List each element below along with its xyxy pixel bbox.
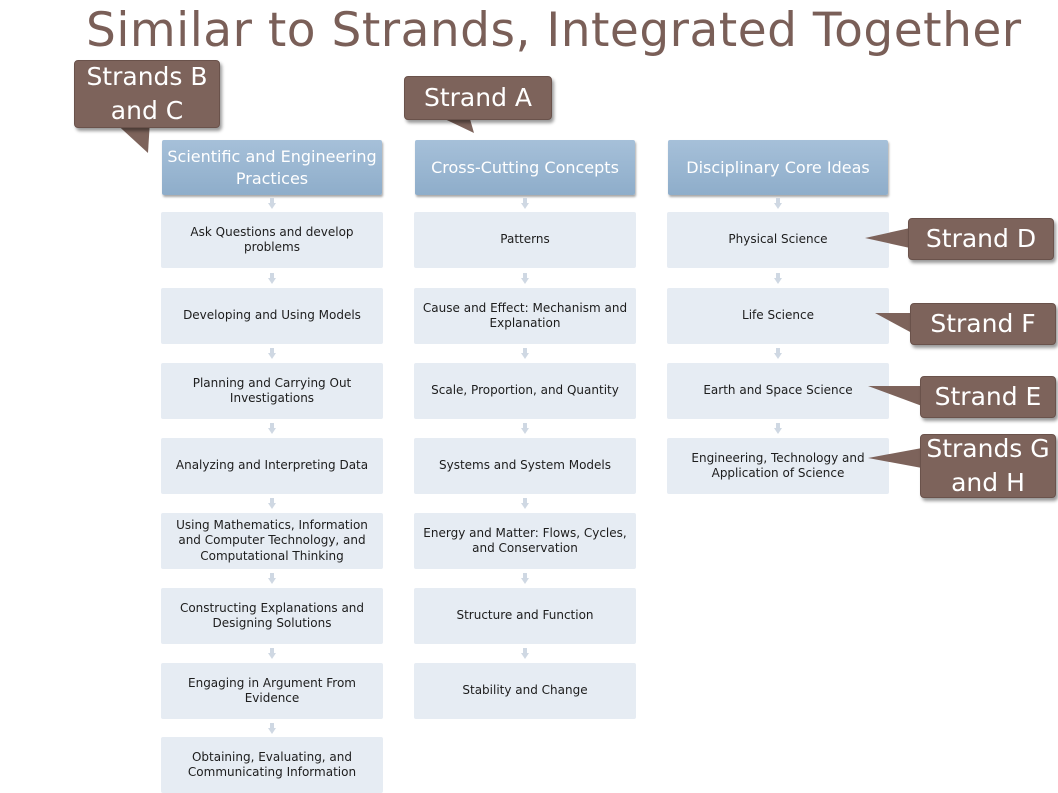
callout-strand-d: Strand D bbox=[908, 218, 1054, 260]
practice-item: Using Mathematics, Information and Compu… bbox=[161, 513, 383, 569]
down-arrow-icon bbox=[521, 498, 529, 509]
down-arrow-icon bbox=[521, 573, 529, 584]
concept-item: Energy and Matter: Flows, Cycles, and Co… bbox=[414, 513, 636, 569]
down-arrow-icon bbox=[268, 723, 276, 734]
concept-item: Systems and System Models bbox=[414, 438, 636, 494]
concept-item: Stability and Change bbox=[414, 663, 636, 719]
practice-item: Developing and Using Models bbox=[161, 288, 383, 344]
practice-item: Engaging in Argument From Evidence bbox=[161, 663, 383, 719]
practice-item: Obtaining, Evaluating, and Communicating… bbox=[161, 737, 383, 793]
down-arrow-icon bbox=[774, 273, 782, 284]
down-arrow-icon bbox=[521, 348, 529, 359]
down-arrow-icon bbox=[268, 573, 276, 584]
callout-pointer-strands-g-h bbox=[868, 448, 922, 468]
column-header-practices: Scientific and Engineering Practices bbox=[162, 140, 382, 195]
core-idea-item: Earth and Space Science bbox=[667, 363, 889, 419]
core-idea-item: Physical Science bbox=[667, 212, 889, 268]
core-idea-item: Life Science bbox=[667, 288, 889, 344]
down-arrow-icon bbox=[268, 648, 276, 659]
down-arrow-icon bbox=[774, 198, 782, 209]
callout-pointer-strand-f bbox=[875, 313, 912, 333]
down-arrow-icon bbox=[774, 348, 782, 359]
down-arrow-icon bbox=[268, 423, 276, 434]
column-header-core-ideas: Disciplinary Core Ideas bbox=[668, 140, 888, 195]
callout-strand-f: Strand F bbox=[910, 303, 1056, 345]
column-header-crosscutting: Cross-Cutting Concepts bbox=[415, 140, 635, 195]
concept-item: Patterns bbox=[414, 212, 636, 268]
slide-title: Similar to Strands, Integrated Together bbox=[86, 3, 1022, 58]
practice-item: Analyzing and Interpreting Data bbox=[161, 438, 383, 494]
down-arrow-icon bbox=[521, 198, 529, 209]
concept-item: Structure and Function bbox=[414, 588, 636, 644]
down-arrow-icon bbox=[521, 273, 529, 284]
down-arrow-icon bbox=[268, 348, 276, 359]
down-arrow-icon bbox=[268, 498, 276, 509]
down-arrow-icon bbox=[774, 423, 782, 434]
down-arrow-icon bbox=[521, 648, 529, 659]
callout-strands-b-c: Strands B and C bbox=[74, 60, 220, 128]
callout-strands-g-h: Strands G and H bbox=[920, 434, 1056, 498]
down-arrow-icon bbox=[268, 273, 276, 284]
practice-item: Planning and Carrying Out Investigations bbox=[161, 363, 383, 419]
concept-item: Cause and Effect: Mechanism and Explanat… bbox=[414, 288, 636, 344]
callout-pointer-strand-e bbox=[868, 386, 922, 406]
down-arrow-icon bbox=[521, 423, 529, 434]
concept-item: Scale, Proportion, and Quantity bbox=[414, 363, 636, 419]
callout-strand-a: Strand A bbox=[404, 76, 552, 120]
callout-pointer-strands-b-c bbox=[112, 120, 150, 153]
callout-pointer-strand-d bbox=[865, 228, 910, 248]
practice-item: Ask Questions and develop problems bbox=[161, 212, 383, 268]
practice-item: Constructing Explanations and Designing … bbox=[161, 588, 383, 644]
down-arrow-icon bbox=[268, 198, 276, 209]
core-idea-item: Engineering, Technology and Application … bbox=[667, 438, 889, 494]
callout-strand-e: Strand E bbox=[920, 376, 1056, 418]
